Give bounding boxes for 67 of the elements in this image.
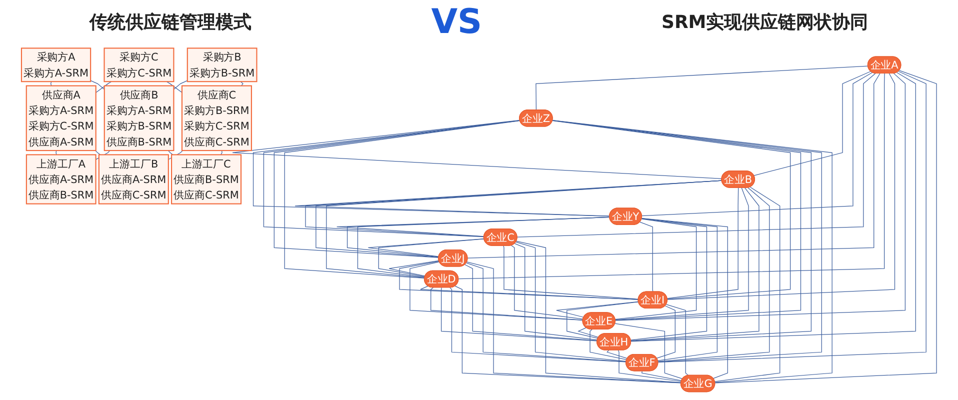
node-box: 采购方C 采购方C-SRM — [104, 48, 174, 82]
connector — [618, 350, 682, 382]
connector — [641, 218, 718, 361]
connector — [368, 238, 484, 257]
node-box: 供应商B 采购方A-SRM 采购方B-SRM 供应商B-SRM — [104, 85, 174, 152]
connector — [514, 243, 598, 340]
connector — [466, 262, 626, 362]
connector — [516, 242, 627, 362]
connector — [590, 329, 627, 360]
connector — [516, 240, 682, 383]
connector — [96, 81, 112, 93]
node-box: 上游工厂C 供应商B-SRM 供应商C-SRM — [171, 154, 242, 204]
connector — [232, 120, 722, 179]
connector — [566, 302, 639, 339]
connector — [466, 262, 682, 384]
versus-label: VS — [431, 2, 482, 42]
connector — [410, 261, 584, 320]
connector — [640, 222, 654, 292]
connector — [399, 260, 639, 300]
connector — [614, 323, 683, 380]
connector — [666, 188, 739, 299]
connector — [630, 218, 708, 340]
connector — [658, 71, 926, 363]
connector — [430, 287, 584, 320]
connector — [630, 72, 916, 342]
connector — [536, 66, 868, 110]
connector — [658, 187, 770, 362]
connector — [511, 245, 584, 320]
node-box: 上游工厂B 供应商A-SRM 供应商C-SRM — [98, 154, 169, 204]
connector — [642, 370, 682, 381]
connector — [284, 120, 520, 278]
connector — [450, 287, 626, 362]
node-box: 供应商C 采购方B-SRM 采购方C-SRM 供应商C-SRM — [181, 85, 252, 152]
connector — [666, 304, 689, 376]
connector — [464, 264, 598, 341]
connector — [754, 71, 872, 176]
connector — [615, 188, 749, 320]
connector — [378, 238, 484, 277]
connector — [90, 80, 105, 90]
connector — [503, 246, 639, 300]
node-box: 供应商A 采购方A-SRM 采购方C-SRM 供应商A-SRM — [26, 85, 96, 152]
connector — [642, 72, 873, 216]
connector — [630, 188, 760, 342]
section-heading: 传统供应链管理模式 — [90, 11, 252, 34]
connector — [517, 73, 876, 238]
section-heading: SRM实现供应链网状协同 — [661, 11, 868, 34]
node-box: 采购方B 采购方B-SRM — [186, 48, 258, 82]
connector — [656, 306, 676, 359]
connector — [440, 287, 598, 342]
connector — [420, 286, 639, 300]
connector — [388, 260, 440, 276]
connector — [615, 73, 906, 321]
connector — [642, 218, 728, 379]
connector — [667, 73, 896, 300]
connector — [166, 81, 182, 93]
connector — [615, 218, 697, 320]
connector — [326, 180, 722, 278]
connector — [714, 70, 937, 384]
connector — [556, 301, 639, 318]
node-box: 上游工厂A 供应商A-SRM 供应商B-SRM — [26, 154, 96, 204]
connector — [714, 186, 780, 382]
connector — [173, 80, 188, 90]
connector — [357, 216, 610, 278]
connector — [578, 327, 599, 338]
connector — [606, 350, 628, 359]
node-box: 采购方A 采购方A-SRM — [20, 48, 92, 82]
connector — [454, 286, 682, 384]
